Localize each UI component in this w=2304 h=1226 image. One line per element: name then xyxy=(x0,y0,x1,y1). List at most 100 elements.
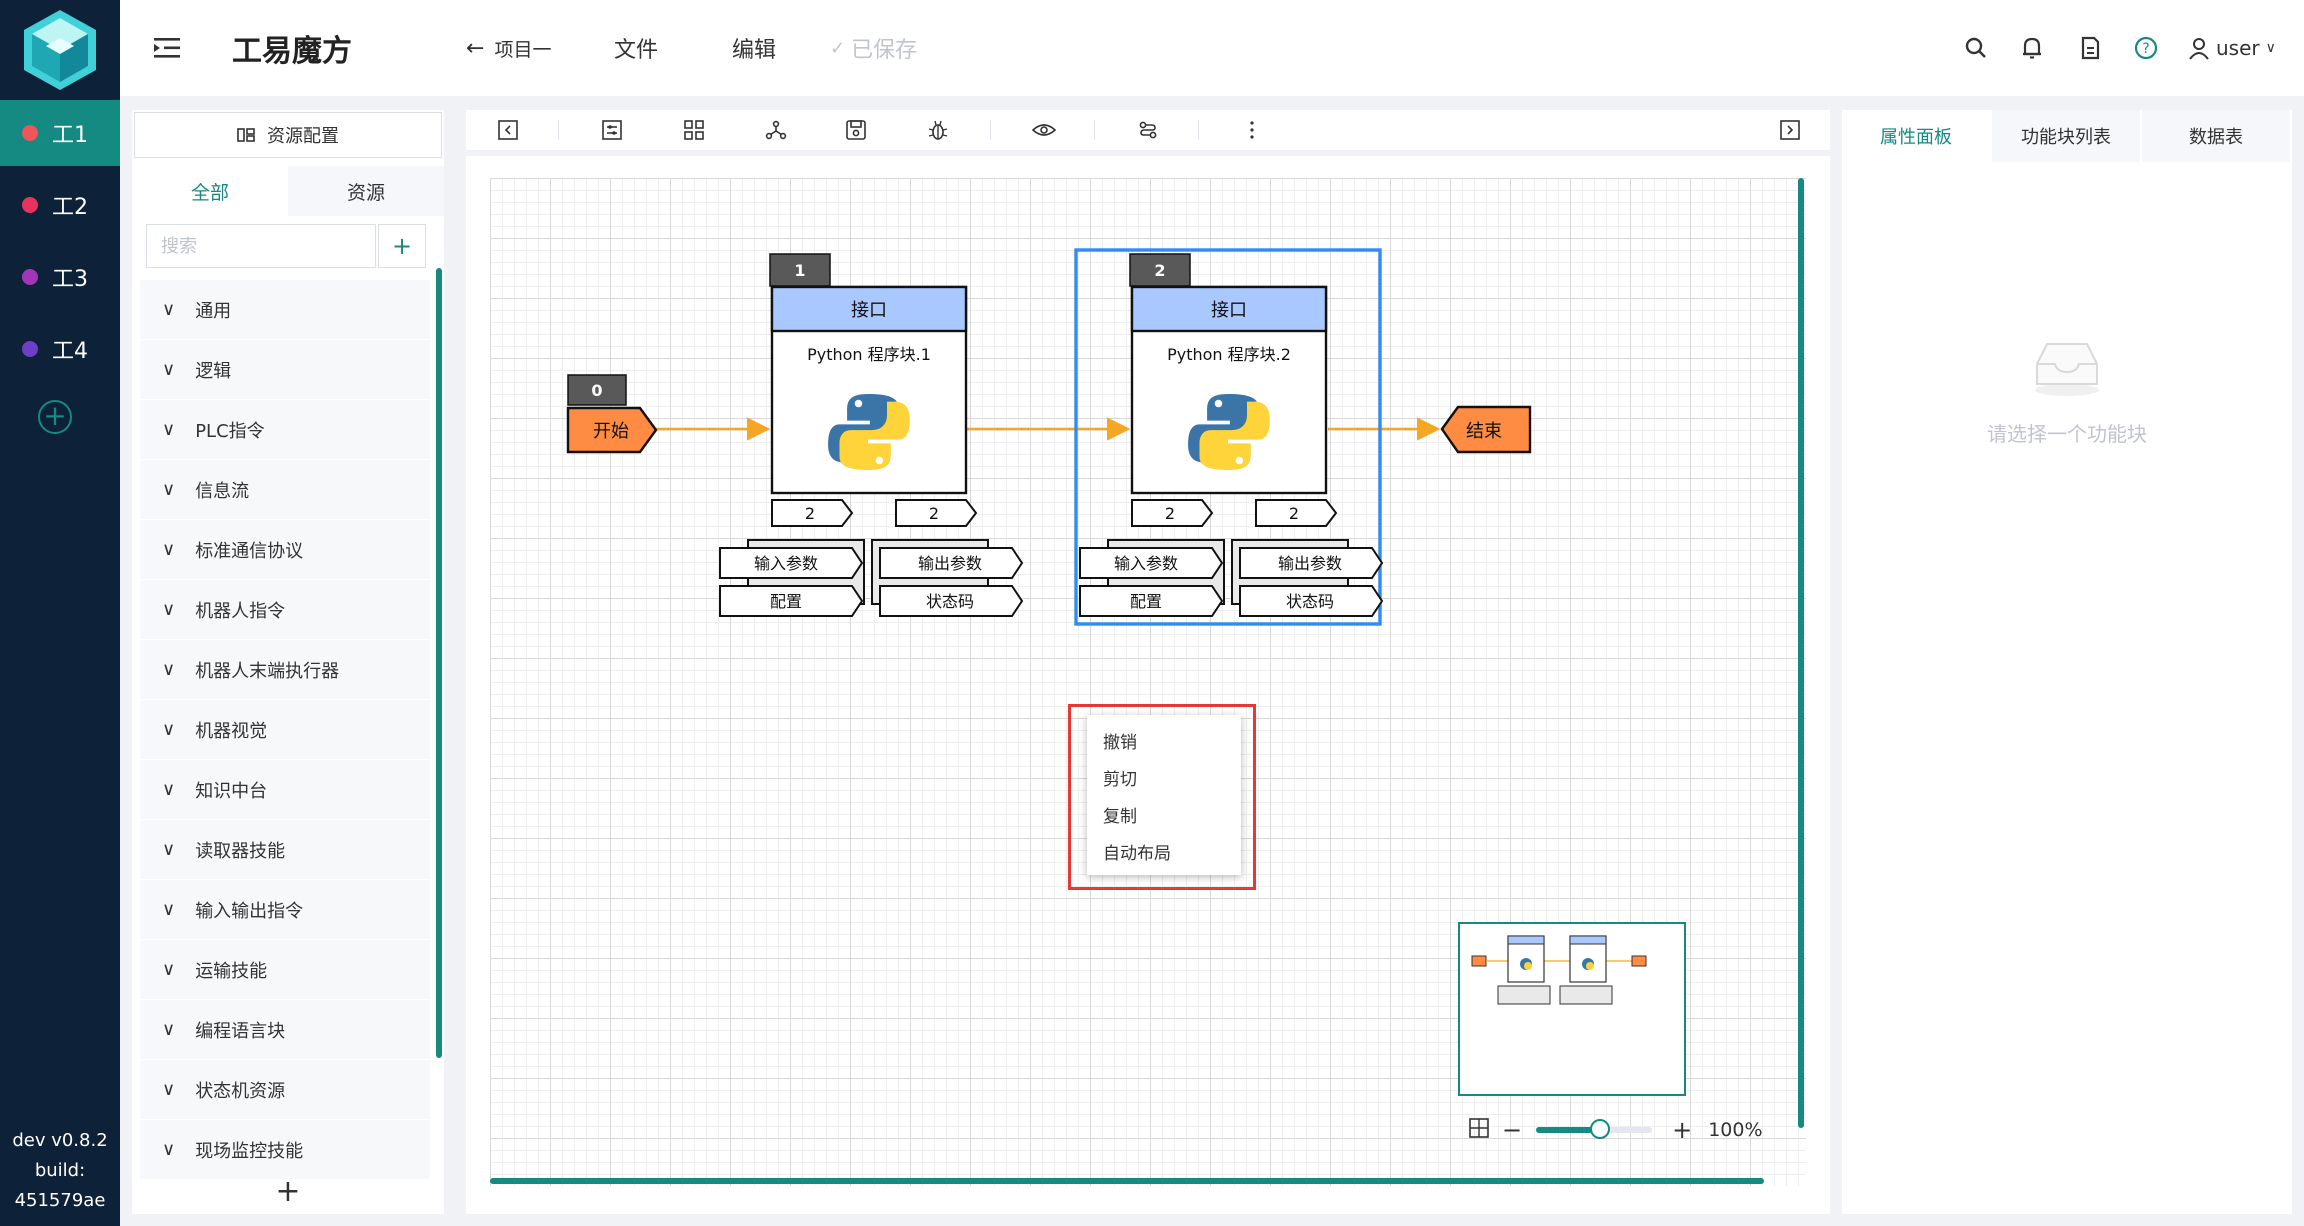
workspace-tab-3[interactable]: 工3 xyxy=(0,244,120,310)
workspace-tab-4[interactable]: 工4 xyxy=(0,316,120,382)
resource-config-button[interactable]: 资源配置 xyxy=(134,112,442,158)
category-item[interactable]: ∨机器人指令 xyxy=(140,580,430,640)
tab-block-list[interactable]: 功能块列表 xyxy=(1992,110,2142,162)
library-scrollbar[interactable] xyxy=(436,268,442,1058)
menu-item-cut[interactable]: 剪切 xyxy=(1103,770,1137,790)
notification-button[interactable] xyxy=(2012,0,2052,96)
menu-item-undo[interactable]: 撤销 xyxy=(1103,733,1137,753)
category-item[interactable]: ∨信息流 xyxy=(140,460,430,520)
category-item[interactable]: ∨状态机资源 xyxy=(140,1060,430,1120)
add-component-button[interactable]: + xyxy=(378,224,426,268)
minimap[interactable] xyxy=(1458,922,1686,1096)
category-item[interactable]: ∨读取器技能 xyxy=(140,820,430,880)
python-block-2[interactable]: 2 接口 Python 程序块.2 2 2 输入参数 配置 输出参数 状态码 xyxy=(1074,248,1384,626)
fit-view-button[interactable] xyxy=(1468,1117,1490,1143)
output-port-count: 2 xyxy=(929,504,939,523)
file-menu[interactable]: 文件 xyxy=(614,38,659,63)
canvas-horizontal-scrollbar[interactable] xyxy=(490,1178,1764,1184)
connect-button[interactable] xyxy=(1136,118,1160,142)
user-menu[interactable]: user ∨ xyxy=(2186,0,2276,96)
minimap-preview xyxy=(1471,935,1647,1005)
back-to-project-button[interactable]: ← 项目一 xyxy=(466,0,551,96)
category-item[interactable]: ∨ 机器人末端执行器 xyxy=(140,640,430,700)
panel-right-icon xyxy=(1780,120,1800,140)
block-title: Python 程序块.1 xyxy=(807,345,931,364)
zoom-slider-handle[interactable] xyxy=(1589,1119,1610,1139)
category-item[interactable]: ∨编程语言块 xyxy=(140,1000,430,1060)
tab-resources[interactable]: 资源 xyxy=(288,166,444,216)
document-button[interactable] xyxy=(2070,0,2110,96)
workspace-tab-1[interactable]: 工1 xyxy=(0,100,120,166)
add-workspace-button[interactable]: + xyxy=(38,400,72,434)
block-title: Python 程序块.2 xyxy=(1167,345,1291,364)
workspace-label: 工4 xyxy=(52,339,88,364)
debug-button[interactable] xyxy=(926,118,950,142)
workspace-label: 工2 xyxy=(52,195,88,220)
context-menu-highlight: 撤销 剪切 复制 自动布局 xyxy=(1068,704,1256,890)
category-label: 输入输出指令 xyxy=(195,900,304,922)
canvas-vertical-scrollbar[interactable] xyxy=(1798,178,1804,1128)
selection-box xyxy=(1074,248,1382,626)
category-item[interactable]: ∨逻辑 xyxy=(140,340,430,400)
menu-toggle-button[interactable] xyxy=(154,0,182,96)
input-port-count: 2 xyxy=(1165,504,1175,523)
toolbar-divider xyxy=(990,120,991,140)
chevron-down-icon: ∨ xyxy=(162,599,176,620)
menu-item-copy[interactable]: 复制 xyxy=(1103,807,1137,827)
block-header-label: 接口 xyxy=(1211,300,1247,321)
network-button[interactable] xyxy=(764,118,788,142)
category-label: 状态机资源 xyxy=(195,1080,286,1102)
workspace-dot-icon xyxy=(22,197,38,213)
adjust-button[interactable] xyxy=(600,118,624,142)
category-label: 机器人末端执行器 xyxy=(195,660,340,682)
workspace-rail: 工1 工2 工3 工4 + dev v0.8.2 build: 451579ae xyxy=(0,0,120,1226)
workspace-label: 工3 xyxy=(52,267,88,292)
category-item[interactable]: ∨现场监控技能 xyxy=(140,1120,430,1180)
start-node[interactable]: 0 开始 xyxy=(566,374,658,454)
collapse-right-button[interactable] xyxy=(1778,118,1802,142)
category-item[interactable]: ∨运输技能 xyxy=(140,940,430,1000)
preview-button[interactable] xyxy=(1032,118,1056,142)
input-params-port: 输入参数 xyxy=(1114,554,1178,573)
output-params-port: 输出参数 xyxy=(918,554,982,573)
workspace-dot-icon xyxy=(22,341,38,357)
add-category-button[interactable]: + xyxy=(132,1174,444,1210)
layout-button[interactable] xyxy=(682,118,706,142)
saved-label: 已保存 xyxy=(851,38,918,63)
collapse-left-button[interactable] xyxy=(496,118,520,142)
input-params-port: 输入参数 xyxy=(754,554,818,573)
save-icon xyxy=(846,120,866,140)
zoom-in-button[interactable]: + xyxy=(1672,1116,1693,1144)
zoom-slider[interactable] xyxy=(1536,1119,1653,1139)
help-button[interactable]: ? xyxy=(2126,0,2166,96)
library-search-input[interactable] xyxy=(146,224,376,268)
flow-canvas[interactable]: 0 开始 结束 1 接口 Python 程序块.1 2 2 输入参数 xyxy=(466,156,1830,1214)
component-library-panel: 资源配置 全部 资源 + ∨通用 ∨逻辑 ∨PLC指令 ∨信息流 ∨标准通信协议… xyxy=(132,110,444,1214)
chevron-down-icon: ∨ xyxy=(162,419,176,440)
category-item[interactable]: ∨PLC指令 xyxy=(140,400,430,460)
status-code-port: 状态码 xyxy=(926,592,974,611)
category-item[interactable]: ∨ 输入输出指令 xyxy=(140,880,430,940)
zoom-out-button[interactable]: − xyxy=(1502,1116,1523,1144)
tab-properties[interactable]: 属性面板 xyxy=(1842,110,1992,162)
chevron-down-icon: ∨ xyxy=(162,659,176,680)
menu-fold-icon xyxy=(154,38,180,58)
empty-state-text: 请选择一个功能块 xyxy=(1987,422,2147,446)
category-item[interactable]: ∨知识中台 xyxy=(140,760,430,820)
tab-all[interactable]: 全部 xyxy=(132,166,288,216)
tab-data-table[interactable]: 数据表 xyxy=(2142,110,2292,162)
category-item[interactable]: ∨机器视觉 xyxy=(140,700,430,760)
workspace-tab-2[interactable]: 工2 xyxy=(0,172,120,238)
more-button[interactable] xyxy=(1240,118,1264,142)
chevron-down-icon: ∨ xyxy=(162,899,176,920)
edit-menu[interactable]: 编辑 xyxy=(732,38,777,63)
category-item[interactable]: ∨标准通信协议 xyxy=(140,520,430,580)
category-item[interactable]: ∨通用 xyxy=(140,280,430,340)
end-node[interactable]: 结束 xyxy=(1440,405,1532,454)
menu-item-auto-layout[interactable]: 自动布局 xyxy=(1103,844,1171,864)
save-button[interactable] xyxy=(844,118,868,142)
search-button[interactable] xyxy=(1956,0,1996,96)
python-block-1[interactable]: 1 接口 Python 程序块.1 2 2 输入参数 配置 输出参数 状态码 xyxy=(719,253,1024,617)
eye-icon xyxy=(1032,124,1056,136)
layout-grid-icon xyxy=(684,120,704,140)
